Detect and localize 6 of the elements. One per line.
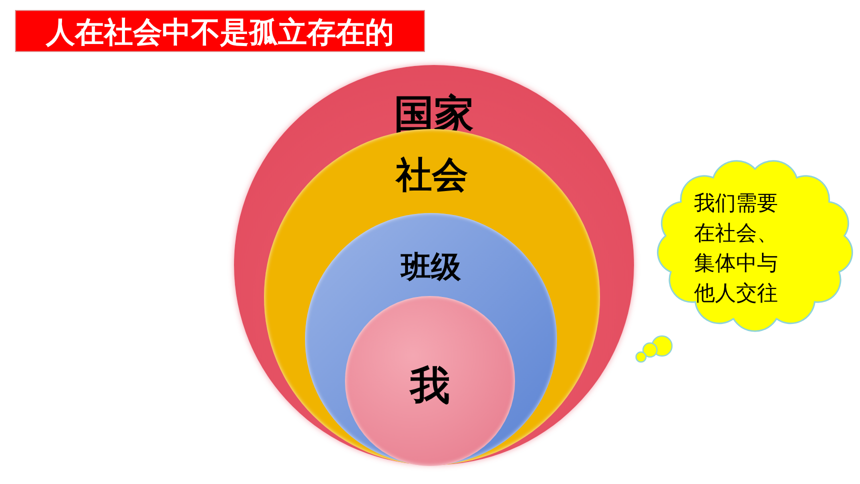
- circle-label: 社会: [394, 154, 469, 198]
- cloud-text: 我们需要在社会、集体中与他人交往: [694, 190, 779, 307]
- title-banner: 人在社会中不是孤立存在的: [15, 10, 425, 52]
- circle-label: 国家: [393, 91, 475, 140]
- circle-label: 我: [408, 362, 451, 411]
- circle-label: 班级: [399, 249, 462, 287]
